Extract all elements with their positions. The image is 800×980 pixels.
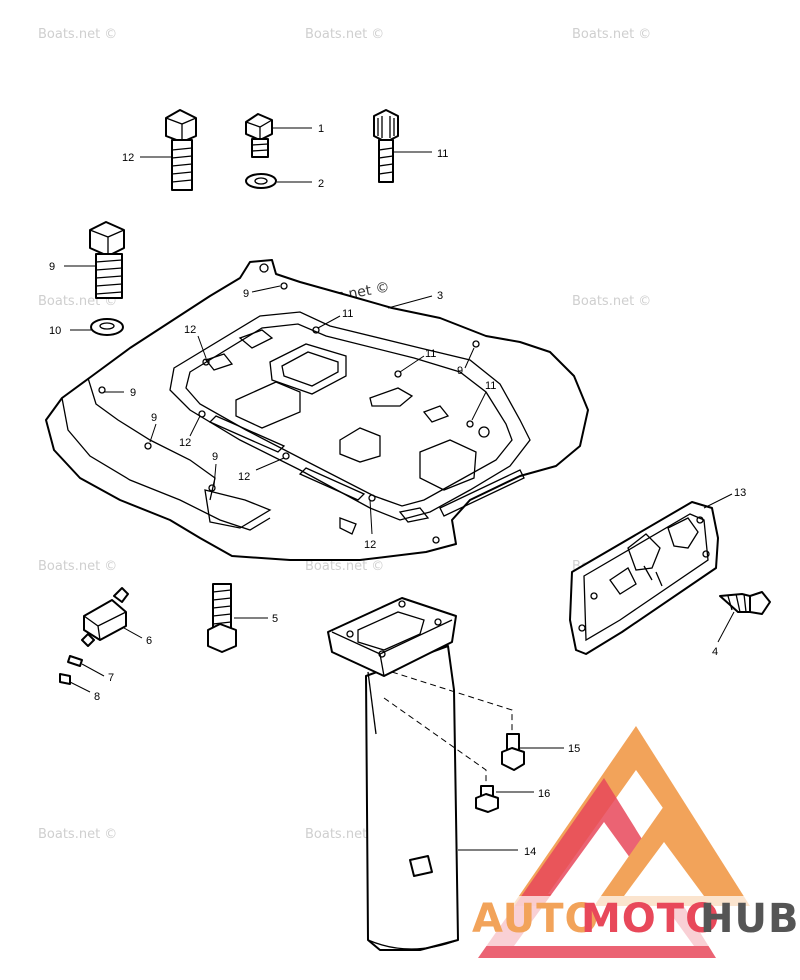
callout-4: 4 (712, 646, 718, 658)
callout-6: 6 (146, 635, 152, 647)
callout-1: 1 (318, 123, 324, 135)
callout-11: 11 (425, 348, 436, 360)
callout-9: 9 (49, 261, 55, 273)
part-5-cap-screw (207, 583, 237, 653)
callout-15: 15 (568, 743, 580, 755)
watermark: Boats.net © (38, 827, 117, 842)
callout-7: 7 (108, 672, 114, 684)
callout-9: 9 (130, 387, 136, 399)
callout-8: 8 (94, 691, 100, 703)
part-4-bolt (719, 591, 771, 615)
part-7-pin (67, 655, 83, 667)
part-15-screw (501, 733, 525, 771)
part-10-lock-washer (90, 318, 124, 336)
part-6-sensor (81, 587, 129, 647)
callout-11: 11 (342, 308, 353, 320)
callout-3: 3 (437, 290, 443, 302)
callout-9: 9 (457, 365, 463, 377)
part-16-screw (475, 785, 499, 813)
logo-text-hub: HUB (700, 896, 799, 942)
callout-9: 9 (212, 451, 218, 463)
part-1-short-bolt (245, 113, 273, 158)
part-2-washer (245, 173, 277, 189)
logo-text-auto: AUTO (472, 896, 600, 942)
callout-5: 5 (272, 613, 278, 625)
part-12-hex-bolt (165, 109, 197, 191)
part-11-socket-screw (373, 109, 399, 183)
callout-12: 12 (179, 437, 191, 449)
callout-12: 12 (238, 471, 250, 483)
callout-12: 12 (364, 539, 376, 551)
watermark: Boats.net © (305, 27, 384, 42)
callout-9: 9 (243, 288, 249, 300)
watermark: Boats.net © (305, 827, 384, 842)
watermarks: Boats.net © Boats.net © Boats.net © Boat… (38, 27, 651, 842)
watermark: Boats.net © (38, 27, 117, 42)
callout-14: 14 (524, 846, 536, 858)
part-8-plug (59, 673, 71, 685)
part-3-adapter-plate (45, 259, 589, 561)
watermark: Boats.net © (38, 559, 117, 574)
callout-16: 16 (538, 788, 550, 800)
part-13-bracket (569, 501, 719, 655)
callout-9: 9 (151, 412, 157, 424)
callout-12: 12 (122, 152, 134, 164)
callout-13: 13 (734, 487, 746, 499)
watermark: Boats.net © (572, 27, 651, 42)
callout-12: 12 (184, 324, 196, 336)
callout-11: 11 (485, 380, 496, 392)
callout-2: 2 (318, 178, 324, 190)
part-9-hex-bolt (89, 221, 125, 299)
automotohub-logo: AUTO MOTO HUB (470, 726, 800, 958)
part-14-exhaust-tube (327, 597, 459, 951)
callout-11: 11 (437, 148, 448, 160)
callout-10: 10 (49, 325, 61, 337)
watermark: Boats.net © (305, 559, 384, 574)
logo-text-moto: MOTO (581, 896, 720, 942)
watermark: Boats.net © (572, 294, 651, 309)
